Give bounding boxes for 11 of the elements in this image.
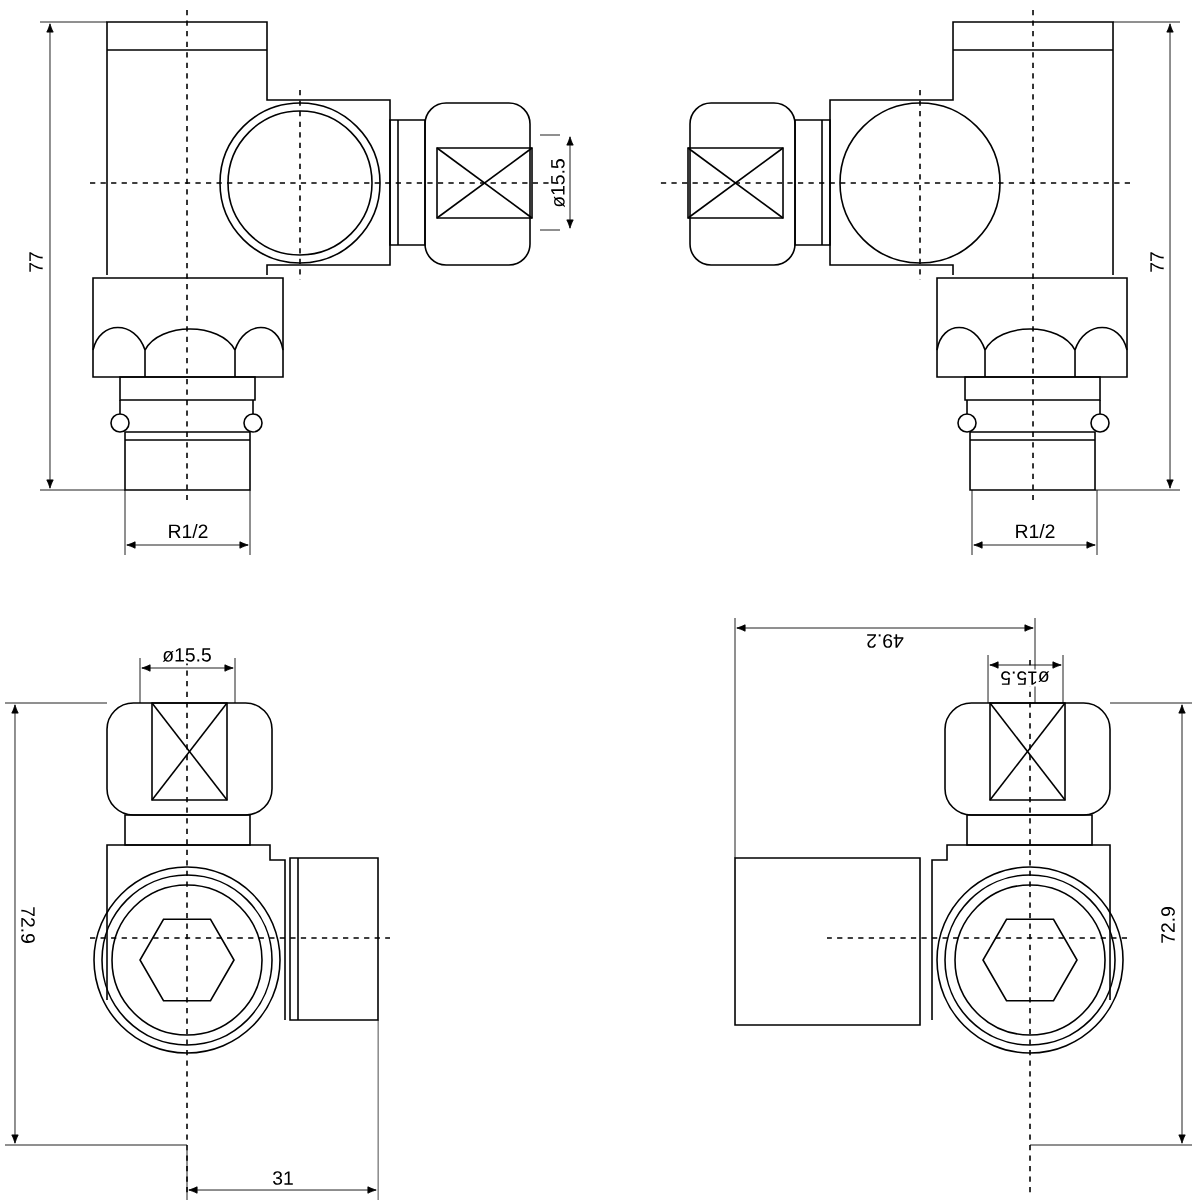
dimension-label: 31	[270, 1169, 296, 1187]
dimension-label: ø15.5	[549, 156, 567, 210]
dimension-label: R1/2	[1012, 522, 1058, 540]
dimension-label: ø15.5	[160, 646, 214, 664]
dimension-label: R1/2	[165, 522, 211, 540]
dimension-label: 72.9	[1159, 904, 1177, 946]
dimension-label: 77	[1148, 249, 1166, 275]
dimension-label: 77	[27, 249, 45, 275]
dimension-label: ø15.5	[998, 669, 1052, 687]
dimension-label: 49.2	[864, 632, 906, 650]
dimension-label: 72.9	[19, 904, 37, 946]
